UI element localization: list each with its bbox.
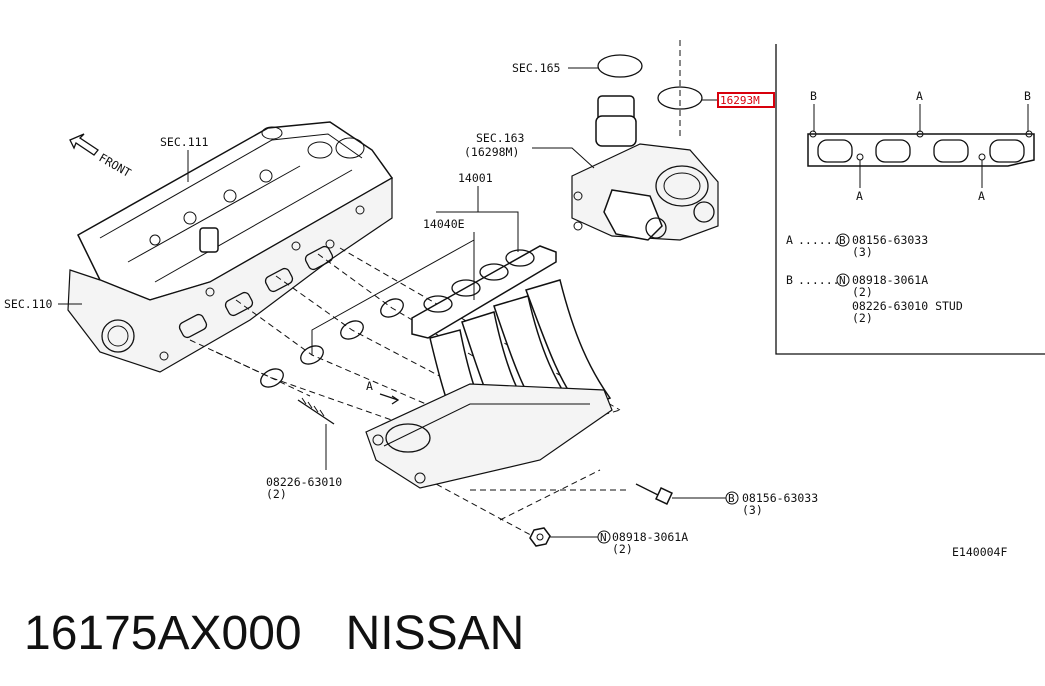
brand-caption: NISSAN — [345, 606, 525, 660]
sec-110-label: SEC.110 — [4, 297, 53, 311]
legend-a-qty: (3) — [852, 245, 873, 259]
throttle-gasket-16293m — [657, 86, 703, 110]
nut-illustration — [529, 527, 551, 547]
bolt-qty-label: (3) — [742, 503, 763, 517]
legend-b-part: 08918-3061A — [852, 273, 928, 287]
legend-a-key: A — [786, 233, 793, 247]
nut-qty-label: (2) — [612, 542, 633, 556]
inset-bottom-label-1: A — [856, 189, 863, 203]
legend-b-code: N — [839, 274, 846, 287]
sec-165-label: SEC.165 — [512, 61, 560, 75]
intake-manifold-illustration — [365, 245, 613, 489]
highlight-part-box — [717, 92, 775, 108]
legend-extra-qty: (2) — [852, 311, 873, 325]
part-number-caption: 16175AX000 — [24, 606, 302, 660]
inset-bottom-label-2: A — [978, 189, 985, 203]
legend-b-key: B — [786, 273, 793, 287]
view-arrow-a-icon — [379, 393, 399, 401]
inset-top-label-2: A — [916, 89, 923, 103]
legend-a-dots: ...... — [798, 233, 840, 247]
front-arrow-icon — [69, 133, 99, 156]
sec-111-label: SEC.111 — [160, 135, 209, 149]
legend-b-dots: ...... — [798, 273, 840, 287]
figure-code-label: E140004F — [952, 545, 1007, 559]
sec-163-sub-label: (16298M) — [464, 145, 519, 159]
sec-165-gasket — [597, 54, 643, 78]
part-14040e-label: 14040E — [423, 217, 465, 231]
intake-gaskets — [260, 298, 404, 388]
legend-a-part: 08156-63033 — [852, 233, 928, 247]
stud-qty-label: (2) — [266, 487, 287, 501]
sec-163-label: SEC.163 — [476, 131, 525, 145]
bolt-code-symbol: B — [728, 492, 735, 505]
legend-extra-part: 08226-63010 STUD — [852, 299, 963, 313]
front-label: FRONT — [97, 150, 134, 179]
inset-top-label-3: B — [1024, 89, 1031, 103]
inset-gasket-illustration — [807, 130, 1035, 167]
stud-illustration — [297, 397, 335, 425]
inset-border — [775, 44, 1045, 355]
throttle-body-illustration — [571, 95, 719, 241]
nut-code-symbol: N — [600, 531, 607, 544]
legend-a-code: B — [839, 234, 846, 247]
legend-b-qty: (2) — [852, 285, 873, 299]
view-arrow-a-label: A — [366, 379, 373, 393]
inset-top-label-1: B — [810, 89, 817, 103]
parts-diagram: FRONT SEC.111 SEC.110 — [4, 40, 1045, 559]
stud-part-label: 08226-63010 — [266, 475, 342, 489]
part-caption: 16175AX000 NISSAN — [24, 598, 524, 668]
highlight-part-label: 16293M — [720, 94, 760, 107]
bolt-part-label: 08156-63033 — [742, 491, 818, 505]
bolt-illustration — [635, 483, 673, 505]
part-14001-label: 14001 — [458, 171, 493, 185]
cylinder-head-illustration — [67, 121, 394, 373]
nut-part-label: 08918-3061A — [612, 530, 688, 544]
